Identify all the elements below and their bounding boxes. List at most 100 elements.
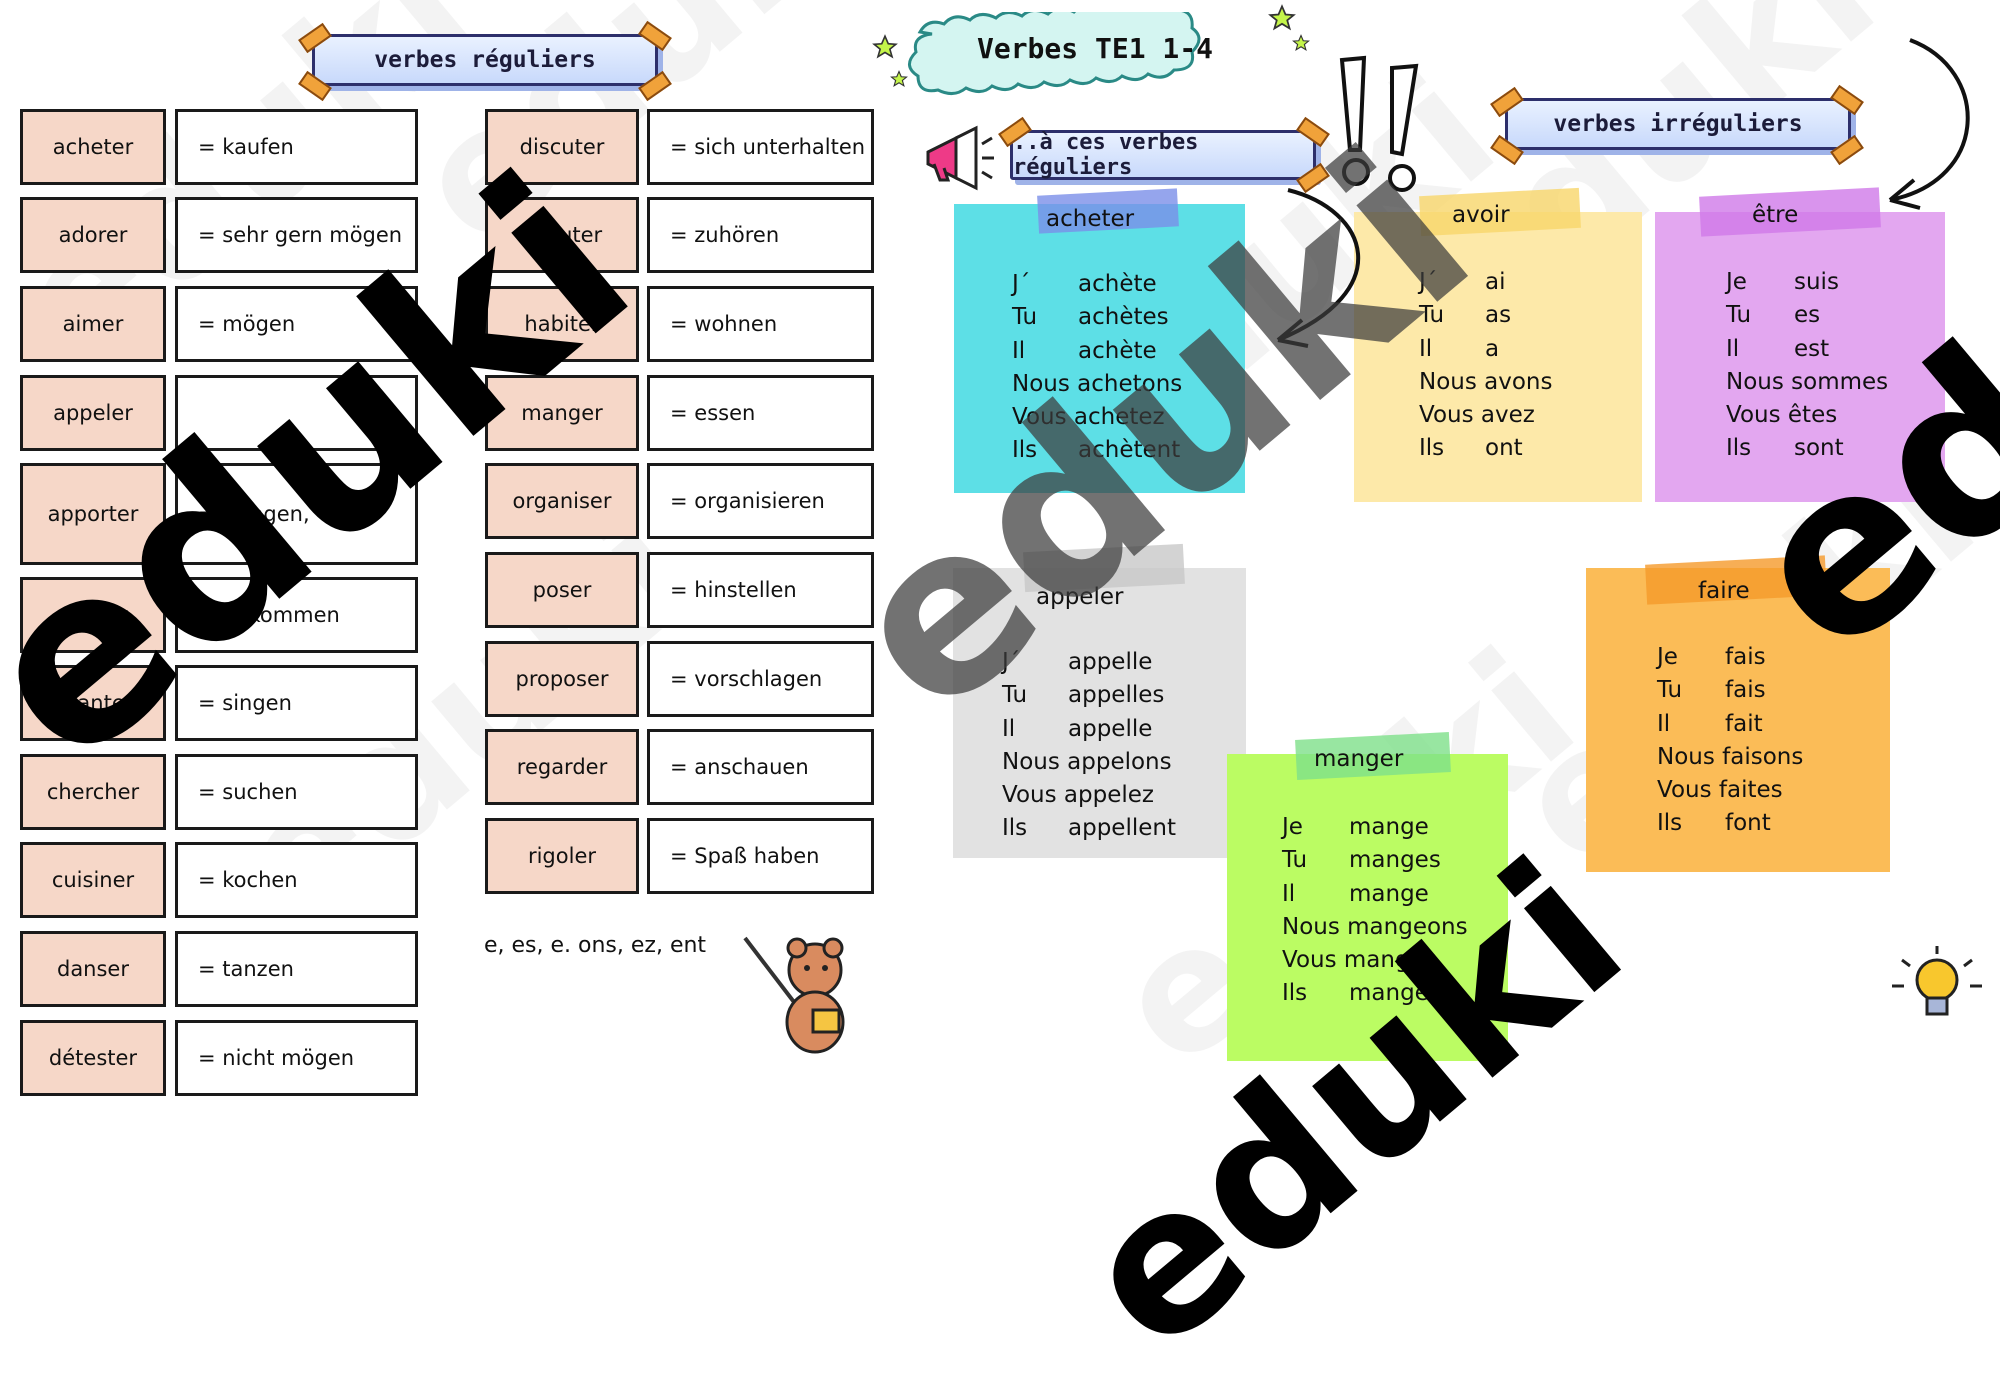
banner-irregular-verbs: verbes irréguliers	[1505, 98, 1851, 150]
conjugation-row: Vous appelez	[1002, 779, 1176, 812]
verb-form: mangent	[1349, 980, 1453, 1007]
vocab-de-cell: = sehr gern mögen	[175, 197, 418, 273]
verb-form: mangez	[1343, 947, 1436, 974]
conjugation-row: J´ appelle	[1002, 646, 1176, 679]
conjugation-row: Vous mangez	[1282, 944, 1468, 977]
verb-form: appelle	[1068, 715, 1153, 742]
vocab-de-cell: = hinstellen	[647, 552, 874, 628]
conjugation-row: Vous achetez	[1012, 401, 1182, 434]
conjugation-row: Ils appellent	[1002, 812, 1176, 845]
verb-form: mange	[1349, 880, 1429, 907]
verb-form: appellent	[1068, 815, 1176, 842]
banner-attention-label: ..à ces verbes réguliers	[1013, 130, 1199, 180]
note-faire	[1586, 568, 1890, 872]
pronoun: Il	[1012, 337, 1026, 364]
note-manger	[1227, 754, 1508, 1061]
verb-form: mangeons	[1347, 913, 1468, 940]
page-title: Verbes TE1 1-4	[976, 32, 1213, 65]
pronoun: Nous	[1002, 748, 1060, 775]
verb-form: sommes	[1791, 368, 1889, 395]
pronoun: Ils	[1282, 980, 1308, 1007]
pronoun: Nous	[1419, 368, 1477, 395]
pronoun: Vous	[1726, 402, 1781, 429]
pronoun: J´	[1012, 271, 1031, 297]
lightbulb-icon	[1892, 946, 1982, 1016]
pronoun: Ils	[1726, 435, 1752, 462]
vocab-fr-cell: danser	[20, 931, 166, 1007]
pronoun: Nous	[1726, 368, 1784, 395]
vocab-de-cell: = Spaß haben	[647, 818, 874, 894]
vocab-de-cell: = suchen	[175, 754, 418, 830]
verb-form: achète	[1078, 337, 1157, 364]
pronoun: J´	[1419, 269, 1438, 295]
arrow-icon	[1276, 188, 1360, 348]
vocab-de-cell: = organisieren	[647, 463, 874, 539]
pronoun: Vous	[1002, 782, 1057, 809]
pronoun: Tu	[1012, 304, 1038, 331]
verb-form: ai	[1485, 269, 1506, 295]
vocab-de-cell: = tanzen	[175, 931, 418, 1007]
note-avoir-title: avoir	[1452, 202, 1510, 228]
verb-form: avez	[1480, 402, 1535, 429]
conjugation-row: Ils ont	[1419, 432, 1553, 465]
vocab-de-cell: = bringen,	[175, 463, 418, 565]
banner-regular-verbs: verbes réguliers	[312, 34, 658, 86]
pronoun: Vous	[1419, 402, 1474, 429]
verb-form: faites	[1718, 777, 1783, 804]
vocab-fr-cell: regarder	[485, 729, 639, 805]
verb-form: es	[1794, 302, 1821, 329]
star-icon	[1268, 4, 1296, 31]
verb-form: appelles	[1068, 682, 1165, 709]
verb-form: fais	[1725, 677, 1766, 704]
pronoun: Nous	[1657, 743, 1715, 770]
verb-form: êtes	[1787, 402, 1838, 429]
vocab-de-cell: = mögen	[175, 286, 418, 362]
verb-form: ont	[1485, 435, 1523, 462]
pronoun: Tu	[1726, 302, 1752, 329]
vocab-fr-cell: aimer	[20, 286, 166, 362]
pronoun: Ils	[1002, 815, 1028, 842]
pronoun: Ils	[1419, 435, 1445, 462]
verb-form: appelle	[1068, 649, 1153, 675]
pronoun: Il	[1419, 335, 1433, 362]
note-appeler	[953, 568, 1246, 858]
verb-form: mange	[1349, 814, 1429, 840]
verb-form: faisons	[1722, 743, 1804, 770]
pronoun: Vous	[1657, 777, 1712, 804]
pronoun: Nous	[1012, 370, 1070, 397]
conjugation-row: J´ ai	[1419, 266, 1553, 299]
vocab-de-cell: = vorschlagen	[647, 641, 874, 717]
vocab-fr-cell: habiter	[485, 286, 639, 362]
vocab-fr-cell: rigoler	[485, 818, 639, 894]
verb-form: achète	[1078, 271, 1157, 297]
vocab-de-cell: = kochen	[175, 842, 418, 918]
conjugation-row: Nous mangeons	[1282, 911, 1468, 944]
pronoun: Il	[1002, 715, 1016, 742]
pronoun: Ils	[1657, 810, 1683, 837]
conjugation-row: Tu es	[1726, 299, 1888, 332]
exclamation-icon	[1339, 55, 1419, 192]
note-acheter	[954, 204, 1245, 493]
vocab-fr-cell: manger	[485, 375, 639, 451]
verb-form: sont	[1794, 435, 1844, 462]
banner-attention: ..à ces verbes réguliers	[1010, 130, 1316, 180]
conjugation-row: J´ achète	[1012, 268, 1182, 301]
conjugation-row: Ils sont	[1726, 432, 1888, 465]
verb-form: achètes	[1078, 304, 1169, 331]
verb-form: as	[1485, 302, 1512, 329]
pronoun: Il	[1282, 880, 1296, 907]
pronoun: J´	[1002, 649, 1021, 675]
vocab-fr-cell: arriver	[20, 577, 166, 653]
conjugation-row: Vous faites	[1657, 774, 1803, 807]
vocab-de-cell: = anschauen	[647, 729, 874, 805]
